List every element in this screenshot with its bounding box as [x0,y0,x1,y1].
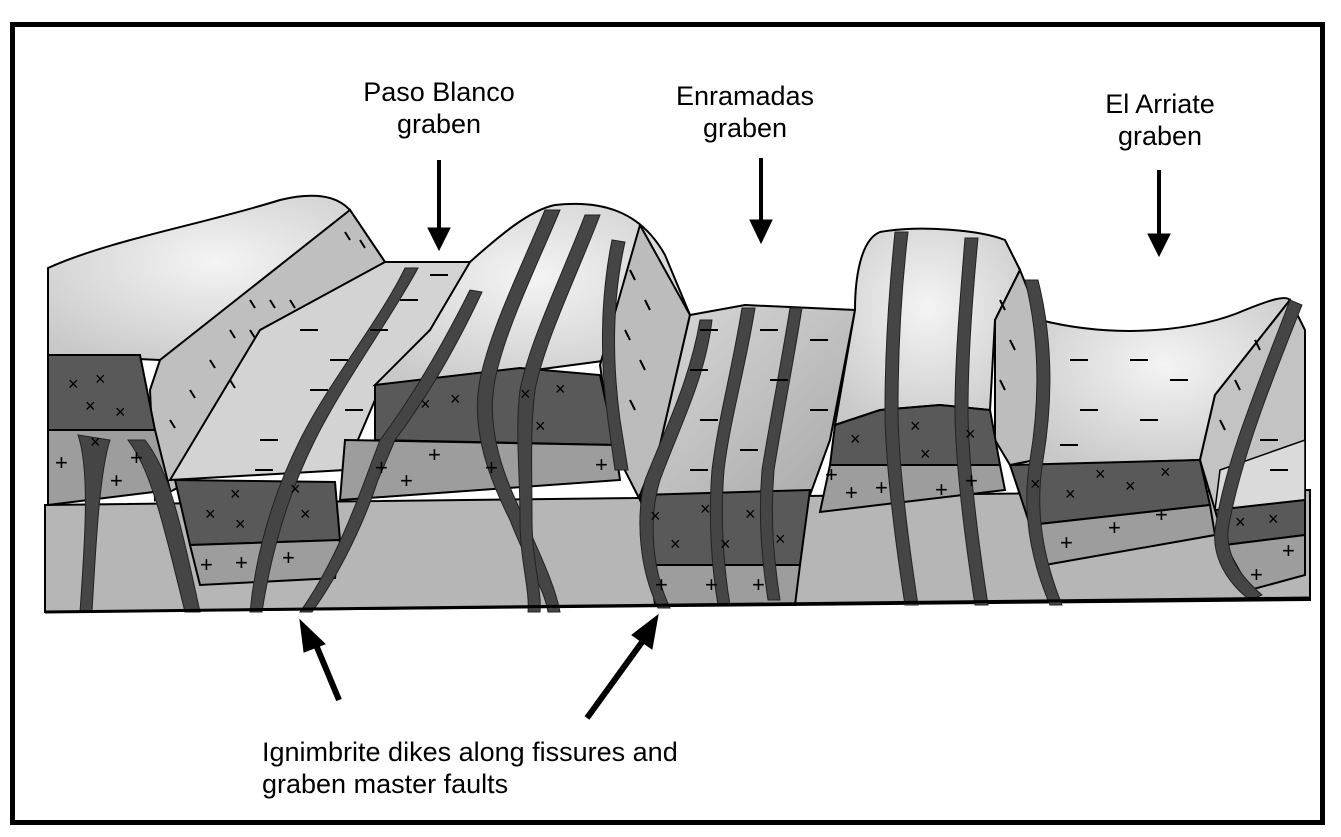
dike-arrows [299,613,659,720]
svg-text:+: + [200,552,213,577]
label-el-arriate-graben: El Arriate graben [1060,88,1260,152]
svg-text:×: × [775,529,786,549]
svg-text:×: × [1095,464,1106,484]
svg-text:+: + [130,445,143,470]
enramadas-line2: graben [702,113,788,143]
svg-text:+: + [1060,530,1073,555]
svg-text:×: × [670,534,681,554]
surface-baseline [44,596,1311,614]
svg-text:×: × [450,389,461,409]
svg-text:×: × [1030,474,1041,494]
label-ignimbrite-dikes: Ignimbrite dikes along fissures and grab… [262,736,822,800]
svg-text:+: + [705,572,718,597]
svg-text:+: + [655,572,668,597]
svg-text:×: × [290,479,301,499]
svg-text:×: × [90,432,101,452]
svg-text:+: + [825,462,838,487]
svg-text:+: + [752,572,765,597]
svg-text:+: + [935,477,948,502]
svg-text:×: × [920,444,931,464]
svg-text:×: × [720,534,731,554]
el-arriate-line2: graben [1117,121,1203,151]
svg-text:+: + [1155,502,1168,527]
svg-text:×: × [85,396,96,416]
svg-text:×: × [205,504,216,524]
paso-blanco-line2: graben [396,109,482,139]
svg-text:×: × [115,402,126,422]
svg-text:×: × [700,499,711,519]
svg-text:×: × [745,504,756,524]
svg-text:×: × [1268,509,1279,529]
svg-text:+: + [55,450,68,475]
svg-text:×: × [68,374,79,394]
dikes-line2: graben master faults [262,769,509,799]
svg-text:+: + [1250,562,1263,587]
svg-text:+: + [1108,515,1121,540]
svg-text:×: × [1125,476,1136,496]
svg-text:+: + [875,475,888,500]
svg-text:×: × [1065,484,1076,504]
svg-text:×: × [1235,512,1246,532]
svg-text:+: + [235,550,248,575]
svg-text:+: + [400,468,413,493]
svg-text:+: + [282,545,295,570]
el-arriate-line1: El Arriate [1105,89,1215,119]
svg-text:×: × [1160,462,1171,482]
svg-text:+: + [375,455,388,480]
svg-text:+: + [595,452,608,477]
svg-text:×: × [965,424,976,444]
label-paso-blanco-graben: Paso Blanco graben [339,76,539,140]
arrow-el-arriate [1147,170,1171,258]
arrow-dike-left [299,618,342,702]
svg-text:+: + [845,480,858,505]
svg-text:×: × [235,514,246,534]
svg-text:×: × [520,384,531,404]
svg-text:+: + [110,468,123,493]
enramadas-line1: Enramadas [675,81,815,111]
svg-text:×: × [910,416,921,436]
dikes-line1: Ignimbrite dikes along fissures and [262,737,678,767]
svg-text:×: × [420,394,431,414]
svg-text:×: × [300,504,311,524]
arrow-dike-right [584,613,659,720]
dash-pattern [169,231,1288,471]
svg-text:×: × [95,369,106,389]
svg-text:+: + [428,442,441,467]
svg-text:×: × [230,484,241,504]
svg-text:×: × [850,429,861,449]
graben-arrows [427,158,1171,258]
svg-text:+: + [965,468,978,493]
svg-text:×: × [555,379,566,399]
arrow-paso-blanco [427,160,451,252]
svg-text:×: × [535,416,546,436]
arrow-enramadas [749,158,773,245]
ignimbrite-dikes [77,209,1303,613]
label-enramadas-graben: Enramadas graben [645,80,845,144]
svg-text:+: + [1282,538,1295,563]
svg-text:×: × [650,506,661,526]
lithology-symbols: ××× ×× +++ ××× ×× +++ ++ ××× ×× +++ ××× … [55,369,1295,597]
svg-text:+: + [485,455,498,480]
paso-blanco-line1: Paso Blanco [363,77,515,107]
